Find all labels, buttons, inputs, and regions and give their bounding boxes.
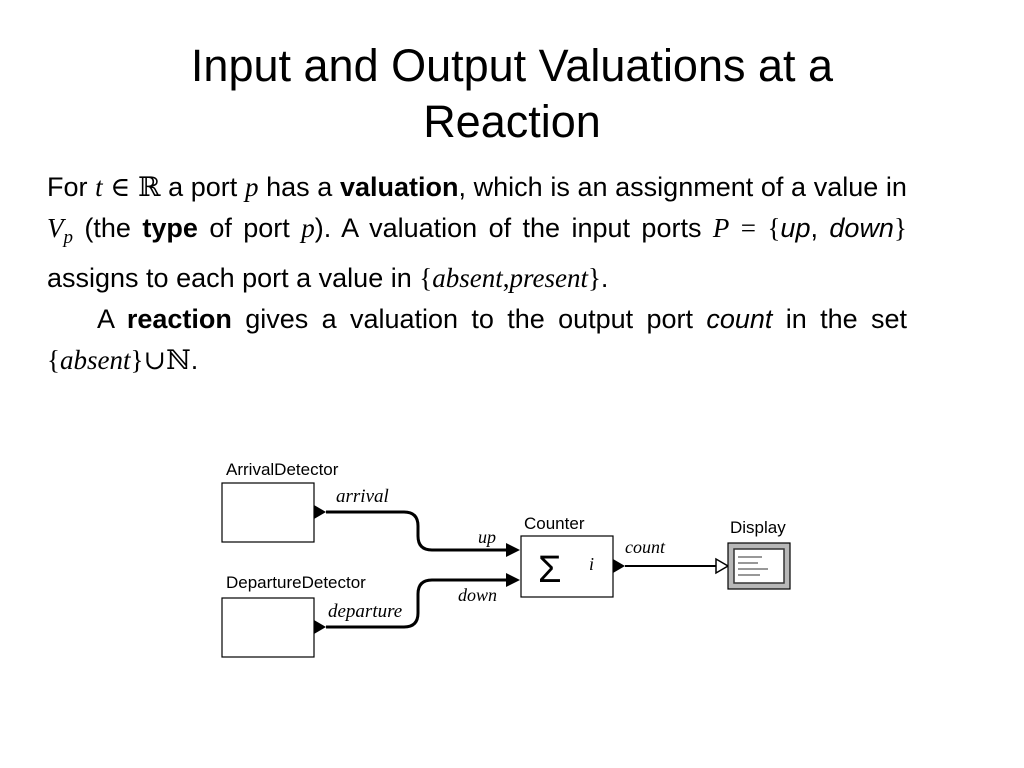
body-text: For t ∈ ℝ a port p has a valuation, whic… (47, 167, 907, 381)
counter-box[interactable] (520, 535, 614, 598)
departure-detector-label: DepartureDetector (226, 573, 366, 592)
departure-to-down-wire[interactable] (326, 578, 506, 629)
term-reaction: reaction (126, 304, 232, 334)
arrival-detector-label: ArrivalDetector (226, 460, 339, 479)
arrival-port-label: arrival (336, 486, 389, 507)
count-port-icon (613, 559, 625, 573)
display-screen-icon (733, 548, 785, 584)
slide-title-line-1: Input and Output Valuations at a (190, 40, 834, 91)
paragraph-reaction: A reaction gives a valuation to the outp… (47, 304, 907, 375)
arrival-detector-box[interactable] (221, 482, 315, 543)
counter-label: Counter (524, 514, 585, 533)
display-label: Display (730, 518, 786, 537)
up-port-icon (506, 543, 520, 557)
count-port-label: count (625, 537, 666, 557)
slide-title: Input and Output Valuations at a Reactio… (0, 38, 1024, 150)
arrival-port-icon (314, 505, 326, 519)
term-valuation: valuation (339, 172, 459, 202)
sigma-icon: Σ (538, 549, 562, 591)
down-port-label: down (458, 585, 497, 605)
departure-detector-box[interactable] (221, 597, 315, 658)
paragraph-valuation: For t ∈ ℝ a port p has a valuation, whic… (47, 172, 907, 293)
counter-i-label: i (589, 554, 594, 574)
departure-port-label: departure (328, 601, 402, 622)
term-type: type (142, 213, 198, 243)
slide-title-line-2: Reaction (423, 96, 601, 147)
down-port-icon (506, 573, 520, 587)
up-port-label: up (478, 527, 496, 547)
departure-port-icon (314, 620, 326, 634)
arrival-to-up-wire[interactable] (326, 510, 506, 552)
display-input-port-icon (715, 557, 730, 575)
